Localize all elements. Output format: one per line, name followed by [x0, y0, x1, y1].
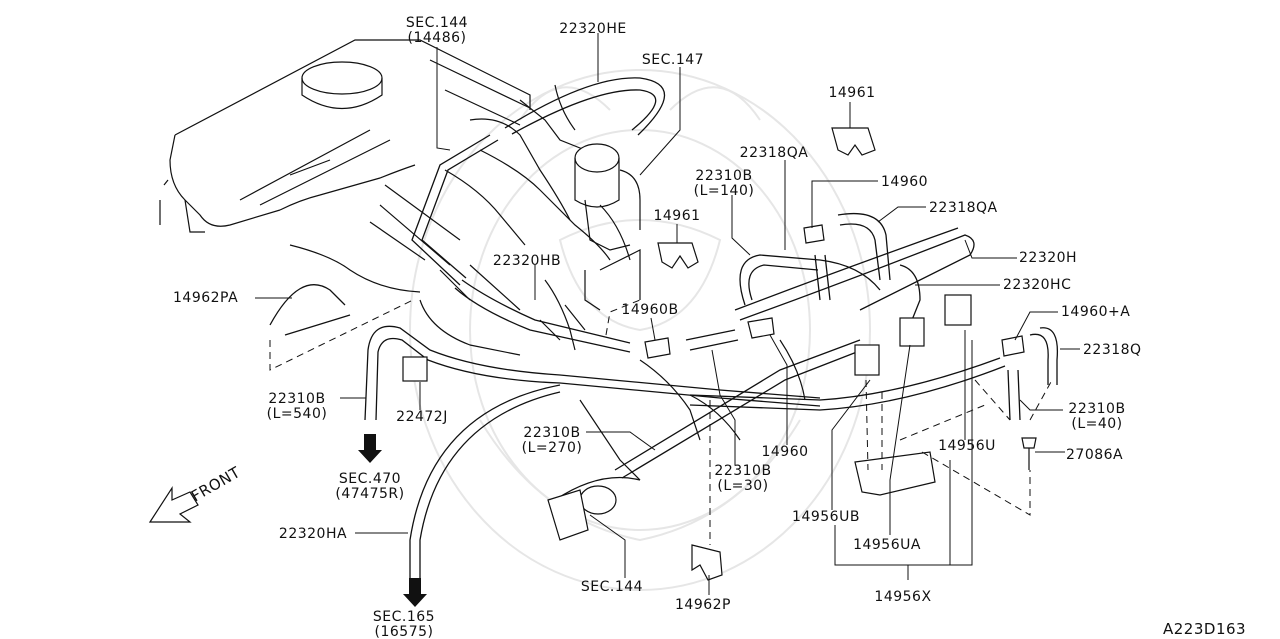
part-callout-22310b-30-sub[interactable]: (L=30): [717, 478, 768, 494]
diagram-code: A223D163: [1163, 620, 1246, 638]
components: [148, 127, 1037, 607]
part-callout-22320he[interactable]: 22320HE: [559, 21, 626, 37]
part-callout-14956ub[interactable]: 14956UB: [792, 509, 860, 525]
part-callout-14956x[interactable]: 14956X: [874, 589, 931, 605]
part-callout-22310b-40[interactable]: 22310B: [1068, 401, 1125, 417]
part-callout-sec165[interactable]: SEC.165: [373, 609, 435, 625]
part-callout-22320hc[interactable]: 22320HC: [1003, 277, 1071, 293]
part-callout-14961-mid[interactable]: 14961: [653, 208, 700, 224]
part-callout-22310b-270[interactable]: 22310B: [523, 425, 580, 441]
hoses: [364, 77, 1059, 580]
part-callout-14960b[interactable]: 14960B: [621, 302, 678, 318]
part-callout-sec470-sub[interactable]: (47475R): [335, 486, 404, 502]
part-callout-22310b-540[interactable]: 22310B: [268, 391, 325, 407]
front-label: FRONT: [188, 463, 244, 506]
part-callout-22310b-140[interactable]: 22310B: [695, 168, 752, 184]
part-callout-sec144-bot[interactable]: SEC.144: [581, 579, 643, 595]
part-callout-22320hb[interactable]: 22320HB: [493, 253, 561, 269]
part-callout-22310b-540-sub[interactable]: (L=540): [267, 406, 328, 422]
watermark-emblem: [409, 69, 871, 591]
part-callout-27086a[interactable]: 27086A: [1066, 447, 1123, 463]
part-callout-sec165-sub[interactable]: (16575): [375, 624, 434, 639]
part-callout-14960-top[interactable]: 14960: [881, 174, 928, 190]
part-callout-22320ha[interactable]: 22320HA: [279, 526, 347, 542]
part-callout-14956u[interactable]: 14956U: [938, 438, 996, 454]
part-callout-sec470[interactable]: SEC.470: [339, 471, 401, 487]
part-callout-14962pa[interactable]: 14962PA: [173, 290, 238, 306]
part-callout-14960a[interactable]: 14960+A: [1061, 304, 1130, 320]
leader-lines: [255, 33, 1080, 595]
part-callout-14960-bot[interactable]: 14960: [761, 444, 808, 460]
front-arrow-icon: [148, 485, 199, 523]
part-callout-22310b-40-sub[interactable]: (L=40): [1071, 416, 1122, 432]
part-callout-22310b-30[interactable]: 22310B: [714, 463, 771, 479]
part-callout-22472j[interactable]: 22472J: [396, 409, 448, 425]
part-callout-sec144-top-sub[interactable]: (14486): [408, 30, 467, 46]
part-callout-14961-top[interactable]: 14961: [828, 85, 875, 101]
part-callout-22310b-140-sub[interactable]: (L=140): [694, 183, 755, 199]
dashed-guides: [269, 299, 1053, 545]
part-callout-22310b-270-sub[interactable]: (L=270): [522, 440, 583, 456]
callout-labels: SEC.144(14486)22320HESEC.1471496122318QA…: [173, 15, 1142, 639]
part-callout-22318q[interactable]: 22318Q: [1083, 342, 1142, 358]
part-callout-sec147[interactable]: SEC.147: [642, 52, 704, 68]
part-callout-sec144-top[interactable]: SEC.144: [406, 15, 468, 31]
part-callout-14962p[interactable]: 14962P: [675, 597, 731, 613]
part-callout-22318qa-1[interactable]: 22318QA: [740, 145, 809, 161]
sec470-arrow-icon: [358, 434, 382, 463]
part-callout-14956ua[interactable]: 14956UA: [853, 537, 921, 553]
part-callout-22320h[interactable]: 22320H: [1019, 250, 1077, 266]
part-callout-22318qa-2[interactable]: 22318QA: [929, 200, 998, 216]
engine-intake-manifold: [159, 39, 806, 481]
sec165-arrow-icon: [403, 578, 427, 607]
